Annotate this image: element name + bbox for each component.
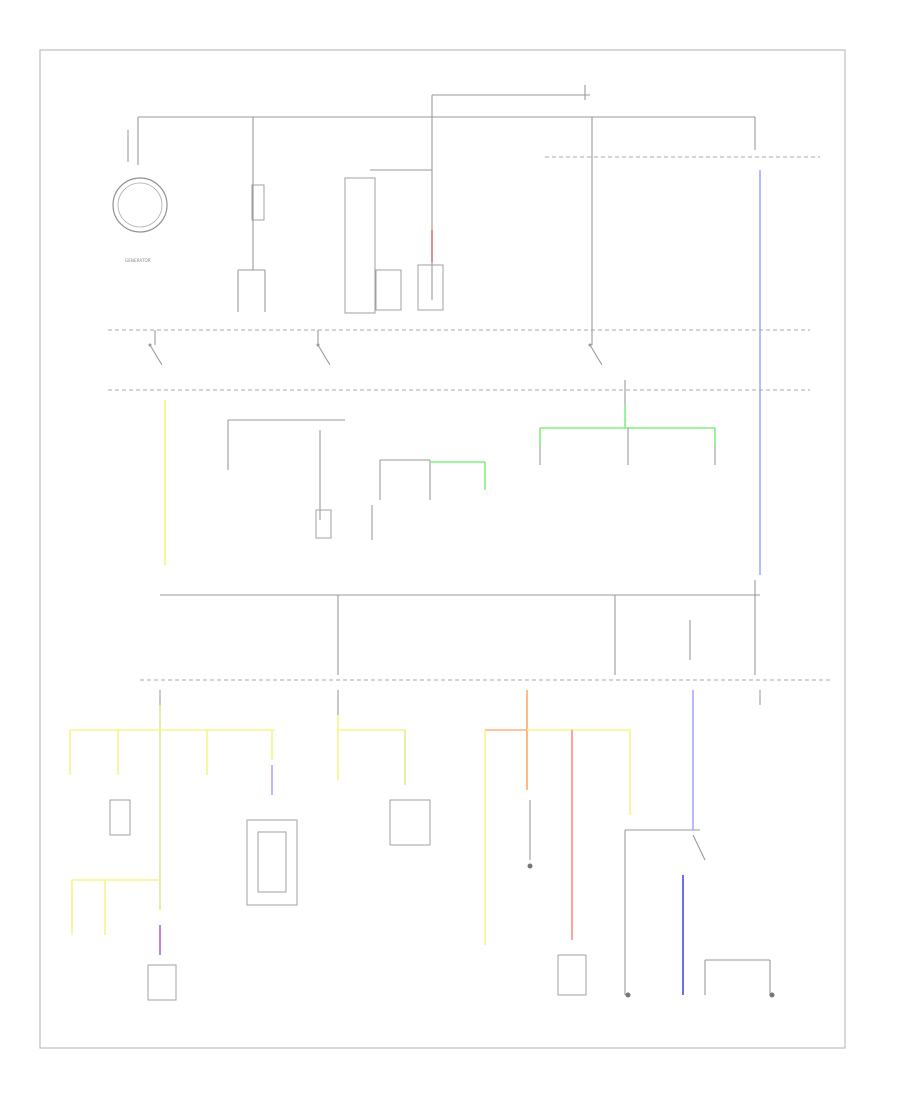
- generator-label: GENERATOR: [125, 258, 151, 263]
- right-fuse-cluster: [545, 85, 820, 320]
- generator-symbol: [112, 177, 168, 233]
- green-branch-right: [539, 380, 716, 465]
- generator-section: GENERATOR: [112, 116, 255, 263]
- fuse-100a-branch: [237, 117, 266, 312]
- bottom-right-circuits: [484, 690, 775, 998]
- bottom-left-circuits: [69, 690, 298, 1001]
- diagram-frame: [39, 49, 846, 1049]
- middle-components: [227, 419, 486, 540]
- bottom-mid-circuits: [337, 690, 431, 846]
- main-relay-cluster: [255, 94, 592, 314]
- ignition-switches: [148, 320, 603, 366]
- fuse-block: [140, 580, 830, 681]
